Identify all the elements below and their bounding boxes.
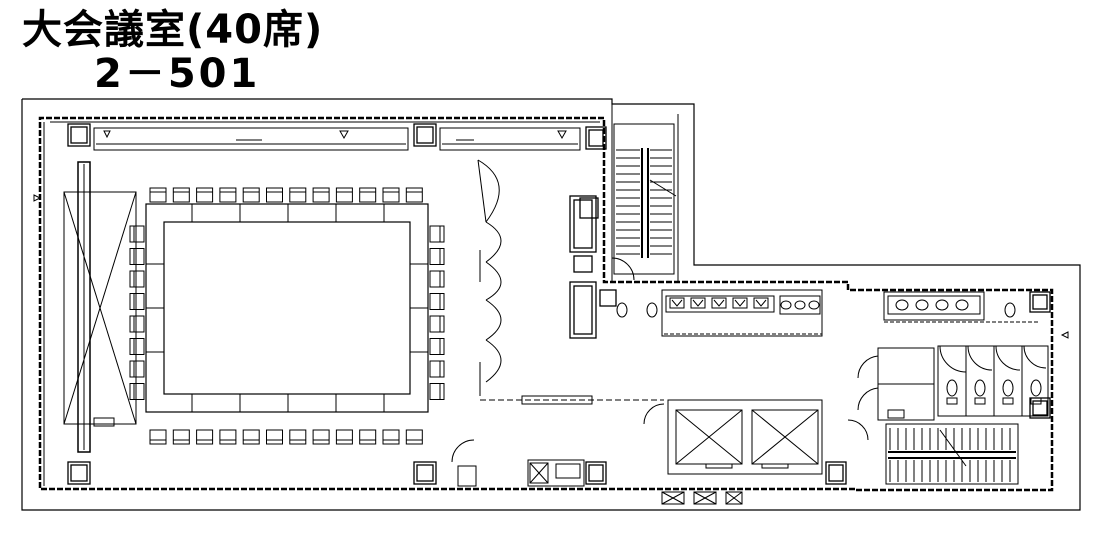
chair	[429, 270, 445, 288]
title-block: 大会議室(40席) 2－501	[0, 0, 380, 100]
sink	[955, 299, 969, 311]
chair	[312, 429, 330, 445]
toilet	[946, 379, 958, 405]
chair	[359, 187, 377, 203]
chair	[129, 248, 145, 265]
chair	[149, 187, 167, 203]
room-number: 2－501	[94, 51, 261, 97]
chair	[129, 360, 145, 378]
urinal	[711, 297, 727, 309]
chair	[382, 429, 400, 445]
chair	[289, 187, 307, 203]
toilet	[616, 302, 628, 318]
sink	[915, 299, 929, 311]
table-segments	[146, 204, 428, 412]
sink	[808, 300, 820, 310]
sink	[780, 300, 792, 310]
building-outline	[21, 98, 1081, 511]
toilet-stalls	[857, 345, 1049, 421]
inner-wall-solid	[43, 104, 679, 486]
chair	[129, 315, 145, 333]
chair	[429, 338, 445, 355]
chair	[129, 270, 145, 288]
stair-upper-treads	[616, 149, 672, 255]
chair	[335, 429, 353, 445]
toilet	[974, 379, 986, 405]
vents	[661, 331, 1069, 505]
chair	[405, 429, 423, 445]
chair	[266, 187, 283, 203]
chair	[359, 429, 377, 445]
left-partition	[33, 161, 137, 453]
chair	[382, 187, 400, 203]
kitchenette	[451, 395, 869, 487]
chair	[219, 429, 237, 445]
urinal	[669, 297, 685, 309]
conference-table	[145, 203, 429, 413]
chair	[172, 429, 190, 445]
sink	[935, 299, 949, 311]
urinals	[669, 297, 769, 309]
chair	[429, 293, 445, 310]
urinal	[690, 297, 706, 309]
toilet	[646, 302, 658, 318]
chair	[429, 315, 445, 333]
windows	[93, 127, 581, 151]
toilet	[1002, 379, 1014, 405]
urinal	[732, 297, 748, 309]
inner-wall	[38, 116, 1054, 492]
chair	[405, 187, 423, 203]
chairs	[129, 187, 445, 445]
sink	[895, 299, 909, 311]
toilets	[616, 302, 1042, 405]
chair	[429, 225, 445, 243]
room-name: 大会議室(40席)	[22, 7, 324, 53]
folding-doors	[477, 159, 502, 396]
chair	[129, 383, 145, 400]
washroom-right	[883, 291, 1040, 323]
chair	[196, 187, 214, 203]
structural-columns	[67, 123, 1051, 485]
chair	[129, 338, 145, 355]
stairs-upper	[613, 123, 677, 275]
washroom-left	[661, 289, 823, 337]
chair	[266, 429, 283, 445]
chair	[289, 429, 307, 445]
elevators	[667, 399, 823, 475]
chair	[312, 187, 330, 203]
chair	[219, 187, 237, 203]
chair	[335, 187, 353, 203]
chair	[429, 360, 445, 378]
chair	[429, 248, 445, 265]
chair	[149, 429, 167, 445]
chair	[172, 187, 190, 203]
chair	[429, 383, 445, 400]
chair	[129, 225, 145, 243]
chair	[242, 429, 260, 445]
chair	[196, 429, 214, 445]
urinal	[753, 297, 769, 309]
sofas	[569, 195, 597, 339]
sinks	[780, 299, 969, 311]
chair	[129, 293, 145, 310]
toilet	[1030, 379, 1042, 405]
stair-door	[611, 257, 635, 281]
toilet	[1004, 302, 1016, 318]
chair	[242, 187, 260, 203]
stair-lower-treads	[889, 428, 1011, 482]
sink	[794, 300, 806, 310]
